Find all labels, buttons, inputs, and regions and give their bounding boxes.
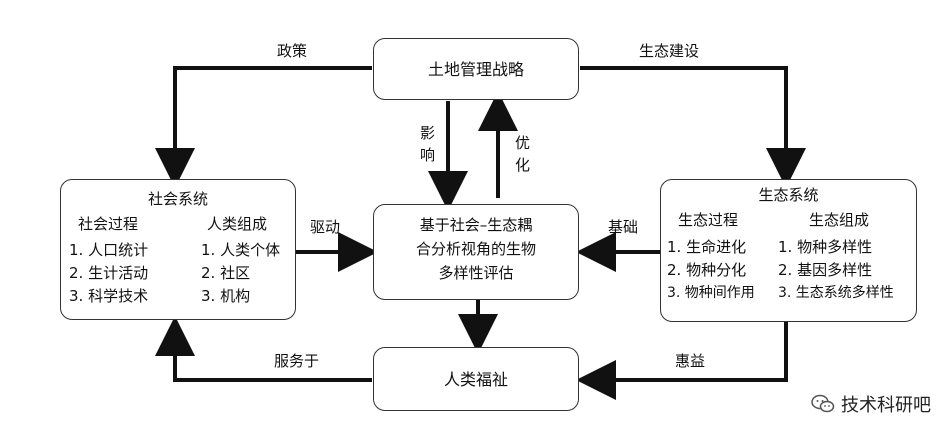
eco-process-item: 1. 生命进化 [667,238,747,256]
eco-system-box: 生态系统 生态过程 生态组成 1. 生命进化 2. 物种分化 3. 物种间作用 … [660,179,917,322]
edge-label-basis: 基础 [608,218,639,236]
social-process-item: 3. 科学技术 [69,287,149,305]
eco-process-item: 3. 物种间作用 [667,285,755,301]
land-strategy-box: 土地管理战略 [373,38,579,100]
human-welfare-label: 人类福祉 [443,370,508,389]
eco-process-item: 2. 物种分化 [667,261,747,279]
arrow-policy [155,66,372,188]
assessment-line: 基于社会–生态耦 [419,216,533,234]
edge-label-drive: 驱动 [310,218,341,236]
human-composition-heading: 人类组成 [207,215,268,233]
edge-label-optimize: 化 [515,156,531,174]
edge-label-serve: 服务于 [274,352,320,370]
arrow-serve [155,316,372,382]
assessment-line: 多样性评估 [438,264,514,282]
edge-label-influence: 响 [420,146,436,164]
human-welfare-box: 人类福祉 [373,347,579,411]
edge-label-optimize: 优 [515,134,531,152]
social-process-heading: 社会过程 [78,215,139,233]
social-system-title: 社会系统 [147,190,208,208]
human-composition-item: 3. 机构 [201,287,251,305]
edge-label-benefit: 惠益 [675,352,706,370]
watermark-text: 技术科研吧 [841,395,931,416]
watermark: 技术科研吧 [811,391,931,417]
land-strategy-label: 土地管理战略 [427,60,524,79]
edge-label-policy: 政策 [277,42,308,60]
social-system-box: 社会系统 社会过程 人类组成 1. 人口统计 2. 生计活动 3. 科学技术 1… [60,179,296,320]
eco-composition-item: 1. 物种多样性 [778,238,873,256]
wechat-icon [811,394,835,413]
eco-composition-item: 3. 生态系统多样性 [778,285,894,301]
eco-process-heading: 生态过程 [678,211,739,229]
social-process-item: 2. 生计活动 [69,264,149,282]
eco-composition-item: 2. 基因多样性 [778,261,873,279]
assessment-line: 合分析视角的生物 [415,240,536,258]
biodiversity-assessment-box: 基于社会–生态耦 合分析视角的生物 多样性评估 [373,204,579,300]
edge-label-eco-build: 生态建设 [639,42,700,60]
social-process-item: 1. 人口统计 [69,241,149,259]
edge-label-influence: 影 [420,124,436,142]
human-composition-item: 2. 社区 [201,264,251,282]
arrow-benefit [576,322,788,400]
eco-system-title: 生态系统 [758,186,819,204]
human-composition-item: 1. 人类个体 [201,241,281,259]
eco-composition-heading: 生态组成 [809,211,870,229]
arrow-eco-build [580,66,806,188]
